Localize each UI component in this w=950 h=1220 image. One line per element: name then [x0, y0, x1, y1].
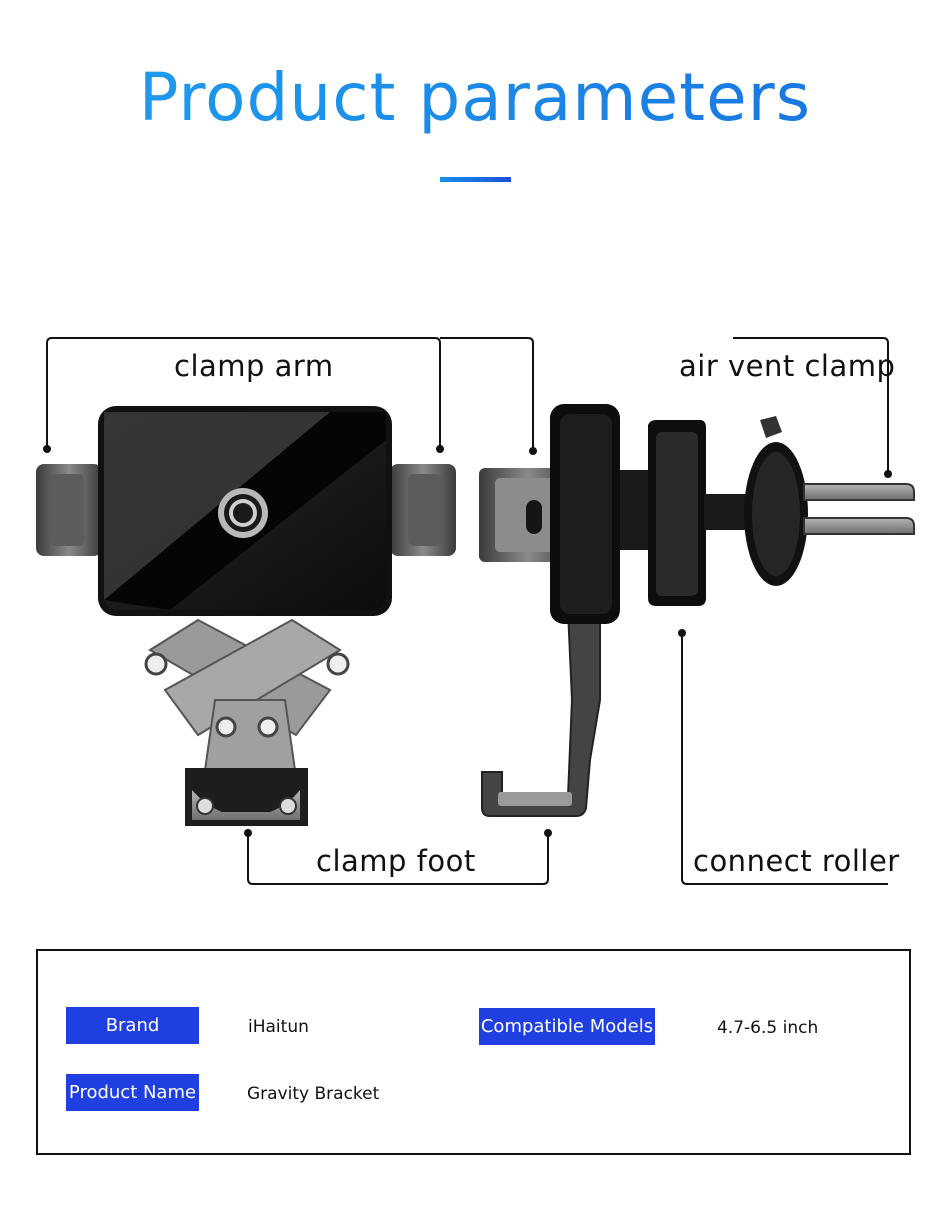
callout-clamp-arm: clamp arm	[174, 349, 334, 383]
callout-air-vent-clamp: air vent clamp	[679, 349, 896, 383]
callout-dots	[43, 445, 892, 837]
product-name-value: Gravity Bracket	[247, 1084, 380, 1104]
page-title: Product parameters	[0, 58, 950, 138]
callout-clamp-foot: clamp foot	[316, 844, 476, 878]
compatible-models-value: 4.7-6.5 inch	[717, 1018, 819, 1038]
brand-value: iHaitun	[248, 1017, 309, 1037]
spec-table: Brand iHaitun Compatible Models 4.7-6.5 …	[36, 949, 911, 1155]
compatible-models-label: Compatible Models	[479, 1008, 655, 1045]
front-view	[36, 406, 456, 826]
title-underline	[440, 177, 511, 182]
callout-lines	[46, 337, 889, 885]
product-name-label: Product Name	[66, 1074, 199, 1111]
callout-connect-roller: connect roller	[693, 844, 900, 878]
side-view	[479, 404, 915, 817]
brand-label: Brand	[66, 1007, 199, 1044]
product-diagram	[36, 337, 915, 885]
